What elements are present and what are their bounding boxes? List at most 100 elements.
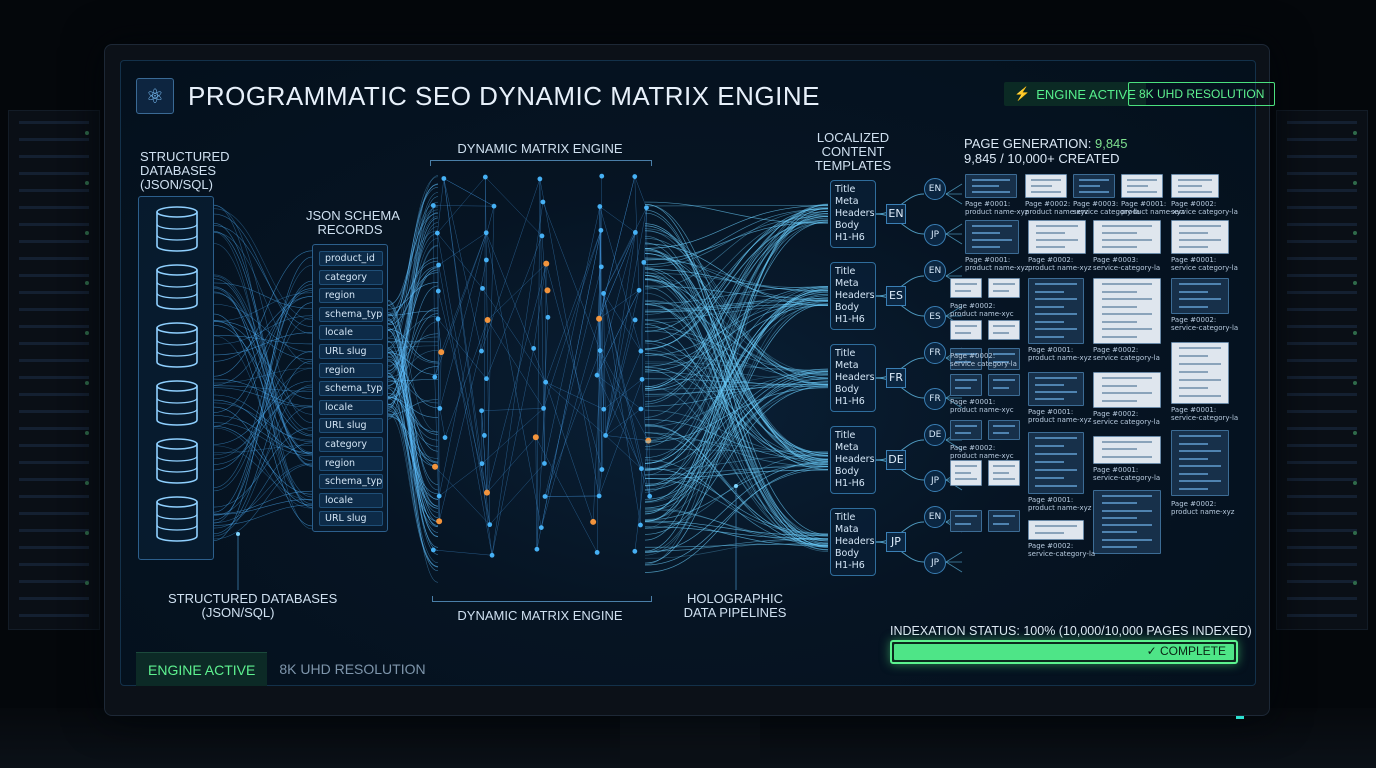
- schema-field[interactable]: product_id: [319, 251, 383, 266]
- sources-bottom-label: STRUCTURED DATABASES (JSON/SQL): [168, 591, 338, 620]
- schema-field[interactable]: locale: [319, 492, 383, 508]
- locale-node[interactable]: DE: [924, 424, 946, 446]
- generated-page-thumbnail[interactable]: [1171, 174, 1219, 198]
- generated-page-thumbnail[interactable]: [1028, 278, 1084, 344]
- bolt-icon: ⚡: [1014, 86, 1031, 101]
- generated-page-thumbnail[interactable]: [1093, 220, 1161, 254]
- generated-page-thumbnail[interactable]: [1093, 490, 1161, 554]
- generated-page-thumbnail[interactable]: [950, 374, 982, 396]
- templates-label: LOCALIZED CONTENT TEMPLATES: [814, 130, 892, 173]
- locale-node[interactable]: ES: [924, 306, 946, 328]
- schema-field[interactable]: schema_type: [319, 306, 383, 322]
- page-title: PROGRAMMATIC SEO DYNAMIC MATRIX ENGINE: [188, 81, 820, 111]
- schema-field[interactable]: locale: [319, 399, 383, 415]
- schema-field[interactable]: schema_type: [319, 381, 383, 397]
- generated-page-thumbnail[interactable]: [965, 220, 1019, 254]
- generated-page-thumbnail[interactable]: [988, 374, 1020, 396]
- page-caption: Page #0001: product name-xyz: [1028, 346, 1092, 362]
- schema-field[interactable]: region: [319, 288, 383, 304]
- generated-page-thumbnail[interactable]: [950, 420, 982, 440]
- locale-node[interactable]: FR: [924, 342, 946, 364]
- template-locale-badge[interactable]: ES: [886, 286, 906, 306]
- generated-page-thumbnail[interactable]: [988, 278, 1020, 298]
- matrix-bottom-label: DYNAMIC MATRIX ENGINE: [457, 608, 623, 623]
- schema-field[interactable]: schema_type: [319, 474, 383, 490]
- generated-page-thumbnail[interactable]: [1028, 432, 1084, 494]
- generated-page-thumbnail[interactable]: [1028, 220, 1086, 254]
- generated-page-thumbnail[interactable]: [950, 510, 982, 532]
- template-locale-badge[interactable]: JP: [886, 532, 906, 552]
- generated-page-thumbnail[interactable]: [1093, 372, 1161, 408]
- database-column: [138, 196, 214, 560]
- generated-page-thumbnail[interactable]: [1171, 430, 1229, 496]
- template-field: Title: [835, 348, 856, 359]
- locale-node[interactable]: JP: [924, 470, 946, 492]
- locale-node[interactable]: EN: [924, 260, 946, 282]
- locale-node[interactable]: JP: [924, 224, 946, 246]
- template-field: Headers: [835, 454, 875, 465]
- database-icon: [151, 321, 203, 369]
- database-icon: [151, 379, 203, 427]
- generated-page-thumbnail[interactable]: [1073, 174, 1115, 198]
- template-locale-badge[interactable]: FR: [886, 368, 906, 388]
- schema-field[interactable]: category: [319, 269, 383, 285]
- generated-page-thumbnail[interactable]: [988, 460, 1020, 486]
- locale-node[interactable]: EN: [924, 506, 946, 528]
- schema-field[interactable]: URL slug: [319, 511, 383, 527]
- template-field: Meta: [835, 360, 859, 371]
- database-icon: [151, 263, 203, 311]
- template-field: Headers: [835, 372, 875, 383]
- template-field: Title: [835, 184, 856, 195]
- template-field: H1-H6: [835, 314, 865, 325]
- footer-tabs: ENGINE ACTIVE 8K UHD RESOLUTION: [136, 652, 438, 686]
- generated-page-thumbnail[interactable]: [950, 320, 982, 340]
- generated-page-thumbnail[interactable]: [988, 420, 1020, 440]
- generated-page-thumbnail[interactable]: [965, 174, 1017, 198]
- schema-field[interactable]: region: [319, 455, 383, 471]
- generated-page-thumbnail[interactable]: [950, 278, 982, 298]
- tab-engine-active[interactable]: ENGINE ACTIVE: [136, 652, 268, 686]
- server-rack-left: [8, 110, 100, 630]
- generated-page-thumbnail[interactable]: [1028, 372, 1084, 406]
- power-led: [1236, 716, 1244, 719]
- generated-page-thumbnail[interactable]: [1171, 278, 1229, 314]
- schema-field[interactable]: category: [319, 437, 383, 452]
- generated-page-thumbnail[interactable]: [950, 460, 982, 486]
- generated-page-thumbnail[interactable]: [988, 510, 1020, 532]
- template-locale-badge[interactable]: DE: [886, 450, 906, 470]
- generated-page-thumbnail[interactable]: [1093, 436, 1161, 464]
- tab-resolution[interactable]: 8K UHD RESOLUTION: [279, 661, 426, 677]
- generated-page-thumbnail[interactable]: [1028, 520, 1084, 540]
- locale-node[interactable]: FR: [924, 388, 946, 410]
- generated-page-thumbnail[interactable]: [988, 320, 1020, 340]
- matrix-top-bracket: [430, 160, 652, 166]
- generated-page-thumbnail[interactable]: [1171, 220, 1229, 254]
- schema-field[interactable]: locale: [319, 325, 383, 341]
- engine-active-badge[interactable]: ⚡ ENGINE ACTIVE: [1004, 82, 1146, 106]
- generated-page-thumbnail[interactable]: [1093, 278, 1161, 344]
- locale-node[interactable]: EN: [924, 178, 946, 200]
- page-caption: Page #0001: product name-xyz: [1121, 200, 1185, 216]
- generated-page-thumbnail[interactable]: [950, 348, 982, 370]
- schema-field[interactable]: URL slug: [319, 418, 383, 434]
- matrix-bottom-bracket: [432, 596, 652, 602]
- locale-node[interactable]: JP: [924, 552, 946, 574]
- page-caption: Page #0001: product name-xyc: [950, 398, 1014, 414]
- generated-page-thumbnail[interactable]: [1121, 174, 1163, 198]
- template-field: H1-H6: [835, 560, 865, 571]
- resolution-label: 8K UHD RESOLUTION: [1139, 87, 1265, 101]
- schema-field[interactable]: region: [319, 362, 383, 378]
- template-locale-badge[interactable]: EN: [886, 204, 906, 224]
- generated-page-thumbnail[interactable]: [1025, 174, 1067, 198]
- indexation-progress-bar: ✓ COMPLETE: [890, 640, 1238, 664]
- generated-page-thumbnail[interactable]: [1171, 342, 1229, 404]
- generated-page-thumbnail[interactable]: [988, 348, 1020, 370]
- schema-field[interactable]: URL slug: [319, 344, 383, 359]
- resolution-badge[interactable]: 8K UHD RESOLUTION: [1128, 82, 1276, 106]
